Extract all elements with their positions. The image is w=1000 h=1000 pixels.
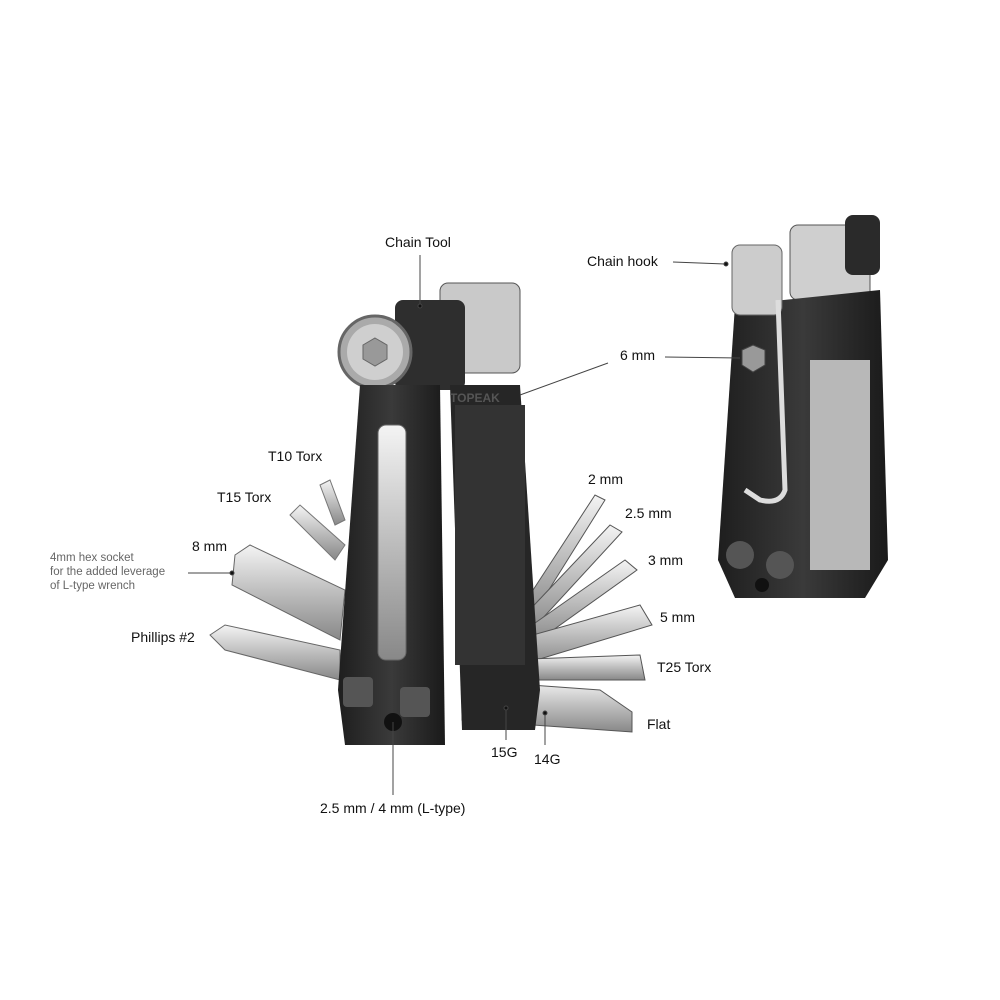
label-flat: Flat <box>647 716 671 732</box>
label-3mm: 3 mm <box>648 552 683 568</box>
label-15g: 15G <box>491 744 518 760</box>
label-chain-hook: Chain hook <box>587 253 658 269</box>
label-14g: 14G <box>534 751 561 767</box>
label-l-type: 2.5 mm / 4 mm (L-type) <box>320 800 466 816</box>
note-line: for the added leverage <box>50 566 166 578</box>
label-t10-torx: T10 Torx <box>268 448 323 464</box>
chain-tool <box>337 282 521 390</box>
label-8mm: 8 mm <box>192 538 227 554</box>
label-2-5mm: 2.5 mm <box>625 505 672 521</box>
label-t15-torx: T15 Torx <box>217 489 272 505</box>
label-2mm: 2 mm <box>588 471 623 487</box>
label-5mm: 5 mm <box>660 609 695 625</box>
note-line: of L-type wrench <box>50 580 136 592</box>
label-t25-torx: T25 Torx <box>657 659 712 675</box>
label-phillips: Phillips #2 <box>131 629 195 645</box>
label-chain-tool: Chain Tool <box>385 234 451 250</box>
leader-lines <box>188 255 741 795</box>
left-bits <box>209 479 346 681</box>
left-tool-body: TOPEAK <box>338 385 540 745</box>
hex-socket-note: 4mm hex socket for the added leverage of… <box>50 551 180 593</box>
right-tool <box>718 215 888 598</box>
svg-text:TOPEAK: TOPEAK <box>450 391 500 405</box>
note-line: 4mm hex socket <box>50 552 134 564</box>
label-6mm: 6 mm <box>620 347 655 363</box>
